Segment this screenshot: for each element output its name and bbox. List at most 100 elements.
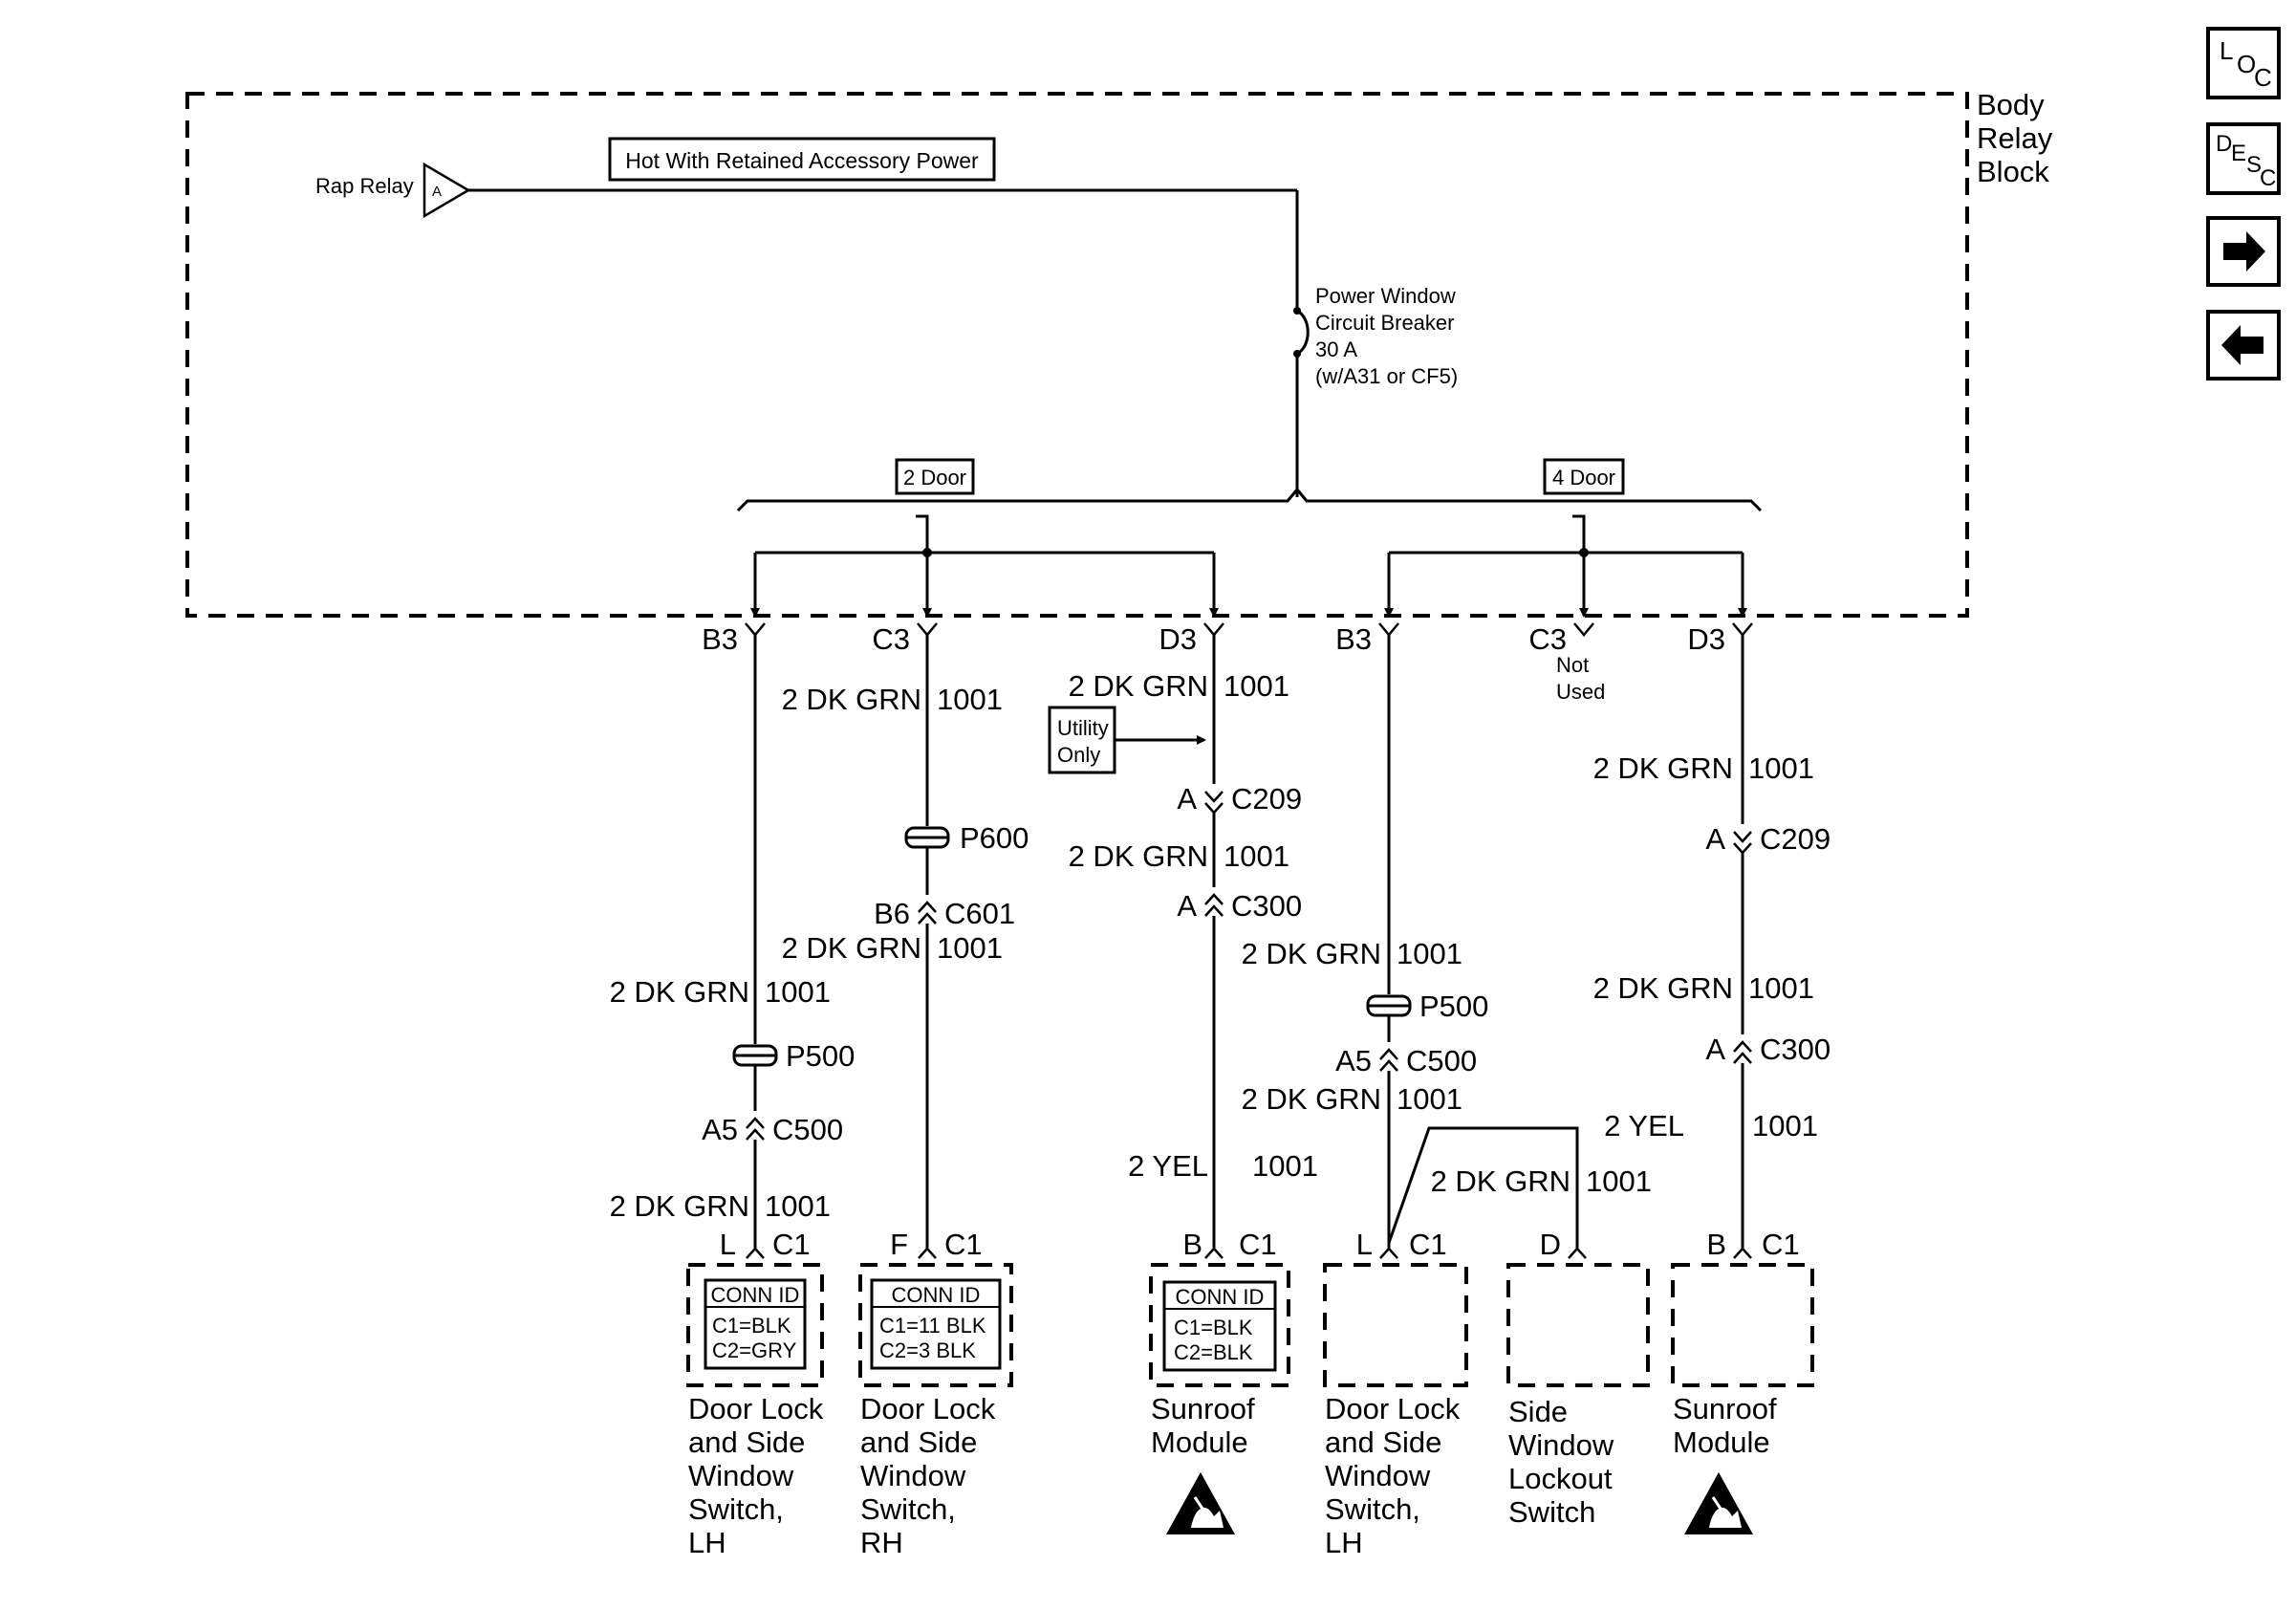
svg-text:CONN ID: CONN ID [711,1283,800,1307]
svg-text:C1: C1 [1409,1228,1447,1261]
svg-text:C: C [2260,165,2276,191]
svg-text:2 DK GRN: 2 DK GRN [610,1189,749,1223]
svg-text:A: A [1177,889,1197,923]
svg-text:Side Window Lockou: Side Window Lockout Switch [1508,1395,1622,1529]
svg-text:1001: 1001 [1224,839,1289,873]
svg-text:2 DK GRN: 2 DK GRN [1242,1082,1381,1116]
rap-relay-label: Rap Relay [315,174,414,198]
svg-text:A: A [1705,822,1725,856]
svg-text:CONN ID: CONN ID [1176,1285,1265,1309]
svg-text:F: F [890,1228,908,1261]
terminal-b3-b: B3 [1335,622,1372,656]
splice-p500-a [732,1044,778,1067]
svg-text:C1: C1 [944,1228,983,1261]
hot-label: Hot With Retained Accessory Power [625,148,979,173]
component-door-lock-switch-lh-2dr: L C1 CONN ID C1=BLK C2=GRY Door Lock and… [686,1228,832,1559]
svg-text:C300: C300 [1760,1033,1830,1066]
svg-text:L: L [1356,1228,1373,1261]
svg-text:2 YEL: 2 YEL [1128,1149,1208,1183]
svg-text:2 DK GRN: 2 DK GRN [1593,751,1733,785]
hot-label-box [608,137,996,182]
next-page-button[interactable] [2206,216,2281,287]
svg-text:A: A [1705,1033,1725,1066]
option-brace [736,487,1763,512]
svg-text:1001: 1001 [1397,937,1462,970]
four-door-label: 4 Door [1552,466,1615,490]
svg-text:1001: 1001 [1224,669,1289,703]
svg-text:C500: C500 [1406,1044,1477,1077]
splice-p600 [904,826,950,849]
utility-only-label: Utility Only [1057,716,1115,767]
svg-text:P500: P500 [786,1039,855,1073]
svg-text:1001: 1001 [765,1189,831,1223]
circuit-breaker-label: Power Window Circuit Breaker 30 A (w/A31… [1315,284,1462,388]
svg-text:1001: 1001 [765,975,831,1009]
not-used-label: Not Used [1556,653,1605,704]
svg-text:L: L [720,1228,736,1261]
svg-text:C601: C601 [944,897,1015,930]
splice-p500-b [1366,994,1412,1017]
esd-warning-icon [1166,1472,1235,1534]
svg-text:2 DK GRN: 2 DK GRN [1431,1164,1570,1198]
svg-text:C2=GRY: C2=GRY [712,1338,797,1362]
svg-text:Door Lock and Side: Door Lock and Side Window Switch, LH [688,1392,832,1559]
svg-text:C2=3 BLK: C2=3 BLK [879,1338,976,1362]
svg-text:C300: C300 [1231,889,1302,923]
component-side-window-lockout-switch: D Side Window Lockout Switch [1506,1228,1650,1529]
svg-text:C1: C1 [1239,1228,1277,1261]
svg-text:1001: 1001 [1752,1109,1818,1142]
svg-text:C1: C1 [1762,1228,1800,1261]
svg-text:C1=BLK: C1=BLK [712,1314,791,1338]
svg-text:B: B [1706,1228,1726,1261]
svg-text:C1=BLK: C1=BLK [1174,1316,1253,1339]
svg-text:1001: 1001 [1748,751,1814,785]
svg-text:1001: 1001 [1586,1164,1652,1198]
component-sunroof-module-4dr: B C1 Sunroof Module [1671,1228,1814,1534]
rap-relay-pin: A [432,184,442,200]
svg-text:L: L [2220,36,2233,65]
svg-text:E: E [2231,141,2246,166]
location-button[interactable]: L O C [2206,27,2281,99]
svg-text:2 DK GRN: 2 DK GRN [1593,971,1733,1005]
svg-text:B6: B6 [874,897,910,930]
svg-text:P600: P600 [960,821,1029,855]
svg-text:1001: 1001 [1252,1149,1318,1183]
svg-text:C1: C1 [772,1228,811,1261]
left-arrow-icon [2221,325,2264,365]
four-door-box [1543,458,1625,495]
terminal-b3-a: B3 [702,622,738,656]
two-door-box [895,458,975,495]
terminal-c3-b: C3 [1528,622,1567,656]
svg-text:2 YEL: 2 YEL [1604,1109,1684,1142]
svg-text:1001: 1001 [1397,1082,1462,1116]
right-arrow-icon [2223,231,2265,272]
body-relay-block-outline [185,92,1969,618]
component-door-lock-switch-rh: F C1 CONN ID C1=11 BLK C2=3 BLK Door Loc… [858,1228,1013,1559]
terminal-d3-b: D3 [1687,622,1725,656]
terminal-d3-a: D3 [1159,622,1197,656]
svg-text:D: D [1540,1228,1561,1261]
svg-text:C209: C209 [1760,822,1830,856]
description-button[interactable]: D E S C [2206,122,2281,195]
svg-text:1001: 1001 [1748,971,1814,1005]
svg-text:CONN ID: CONN ID [892,1283,981,1307]
svg-text:D: D [2216,131,2232,157]
svg-text:A5: A5 [702,1113,738,1146]
svg-text:P500: P500 [1419,990,1488,1023]
svg-text:C209: C209 [1231,782,1302,816]
svg-text:2 DK GRN: 2 DK GRN [1069,669,1208,703]
svg-text:2 DK GRN: 2 DK GRN [1242,937,1381,970]
svg-text:A: A [1177,782,1197,816]
circuit-breaker-symbol [1296,309,1310,356]
previous-page-button[interactable] [2206,310,2281,381]
svg-text:Door Lock and Side: Door Lock and Side Window Switch, LH [1325,1392,1468,1559]
esd-warning-icon [1684,1472,1753,1534]
svg-text:B: B [1182,1228,1202,1261]
svg-text:C2=BLK: C2=BLK [1174,1340,1253,1364]
utility-only-box [1048,706,1116,774]
svg-text:S: S [2246,152,2262,178]
svg-text:A5: A5 [1335,1044,1372,1077]
svg-text:2 DK GRN: 2 DK GRN [1069,839,1208,873]
svg-text:O: O [2237,50,2256,78]
